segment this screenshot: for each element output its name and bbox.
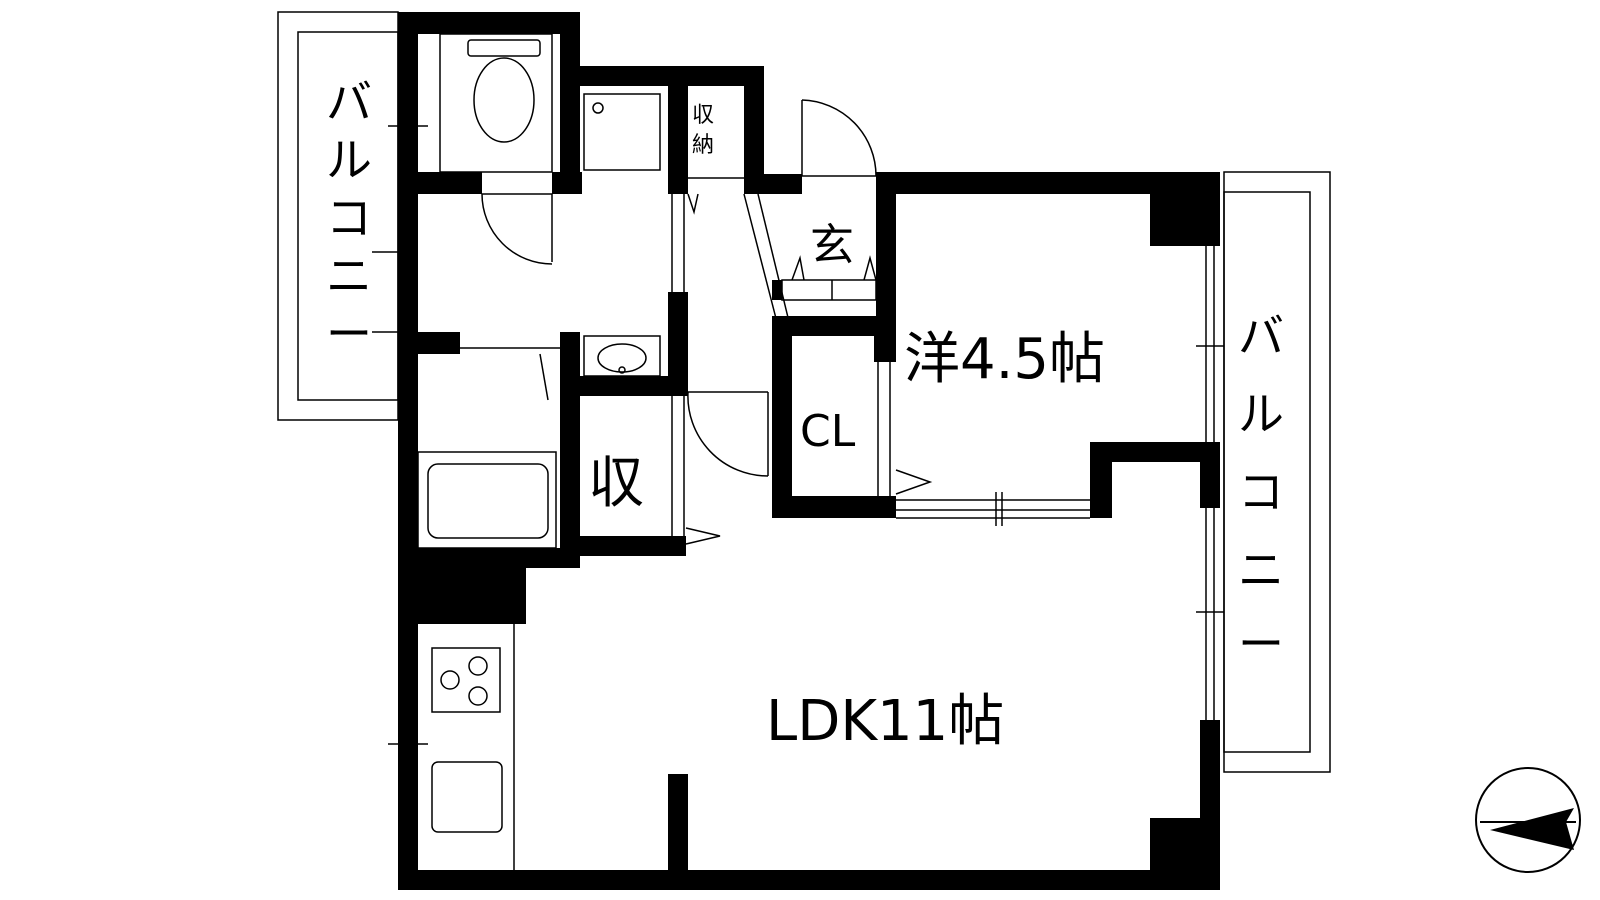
balcony-left-char-2: ル [326,133,372,187]
balcony-left-char-3: コ [326,191,372,245]
sink-icon [583,335,661,377]
walls [398,12,1220,890]
bathtub-icon [417,451,557,549]
kitchen-sink [431,761,503,833]
balcony-right-char-4: ニ [1238,543,1284,597]
washbasin-icon [583,93,661,171]
balcony-right-char-1: バ [1238,309,1284,363]
balcony-right-char-3: コ [1238,465,1284,519]
balcony-left: バ ル コ ニ ー [277,11,399,421]
fixtures-lines [372,83,1224,870]
toilet-icon [439,33,553,173]
stove-icon [431,647,501,713]
room-entrance-label: 玄 [810,220,854,271]
balcony-right-char-2: ル [1238,387,1284,441]
balcony-left-char-5: ー [326,307,372,361]
balcony-left-char-1: バ [326,75,372,129]
room-western-label: 洋4.5帖 [904,327,1105,392]
room-storage-top-label-1: 収 [692,103,714,128]
compass-icon [1475,767,1581,873]
room-closet-label: CL [800,406,856,457]
room-storage-label: 収 [588,451,644,516]
balcony-right-char-5: ー [1238,617,1284,671]
room-storage-top-label-2: 納 [692,133,714,158]
balcony-right: バ ル コ ニ ー [1223,171,1331,773]
room-ldk-label: LDK11帖 [766,689,1004,754]
balcony-left-char-4: ニ [326,249,372,303]
